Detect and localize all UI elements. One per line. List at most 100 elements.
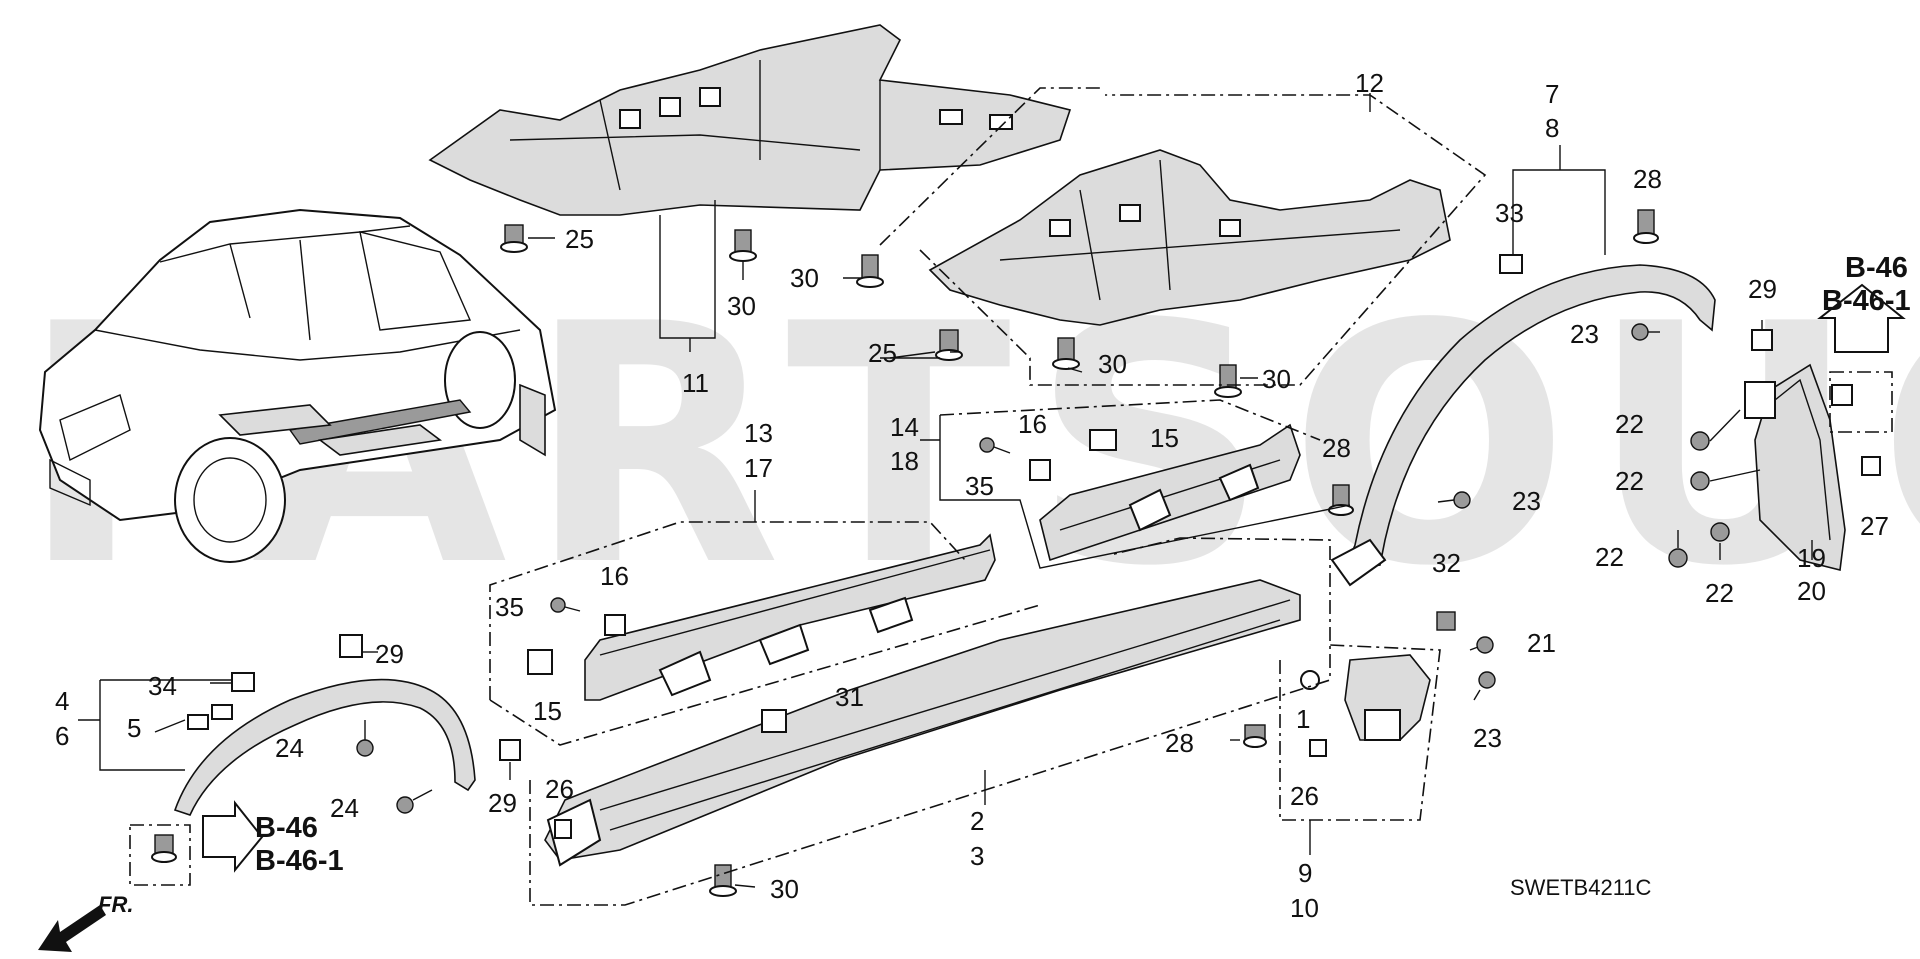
callout-18: 18 bbox=[890, 446, 919, 476]
clip-30-c bbox=[1052, 337, 1080, 370]
screw-21 bbox=[1469, 636, 1494, 654]
callout-1: 1 bbox=[1296, 704, 1310, 734]
leader-lines bbox=[78, 87, 1893, 906]
screw-22-d bbox=[1710, 522, 1730, 542]
callout-34: 34 bbox=[148, 671, 177, 701]
callout-17: 17 bbox=[744, 453, 773, 483]
part-13-17-side-sill-garnish bbox=[584, 533, 996, 701]
clip-28-b bbox=[1328, 484, 1354, 516]
clip-27 bbox=[1861, 456, 1881, 476]
callout-30: 30 bbox=[727, 291, 756, 321]
callout-25: 25 bbox=[868, 338, 897, 368]
right-arrow-icon bbox=[202, 800, 264, 873]
callout-28: 28 bbox=[1165, 728, 1194, 758]
callout-29: 29 bbox=[375, 639, 404, 669]
callout-20: 20 bbox=[1797, 576, 1826, 606]
clip-left-ref bbox=[151, 834, 177, 863]
front-label: FR. bbox=[98, 892, 133, 917]
callout-4: 4 bbox=[55, 686, 69, 716]
clip-15-a bbox=[1089, 429, 1117, 451]
callout-13: 13 bbox=[744, 418, 773, 448]
callout-6: 6 bbox=[55, 721, 69, 751]
up-arrow-icon bbox=[1817, 283, 1906, 353]
callout-28: 28 bbox=[1322, 433, 1351, 463]
callout-30: 30 bbox=[1098, 349, 1127, 379]
callout-7: 7 bbox=[1545, 79, 1559, 109]
callout-35: 35 bbox=[495, 592, 524, 622]
callout-3: 3 bbox=[970, 841, 984, 871]
callout-23: 23 bbox=[1512, 486, 1541, 516]
part-9-10-bracket bbox=[1344, 654, 1431, 741]
callout-30: 30 bbox=[790, 263, 819, 293]
callout-33: 33 bbox=[1495, 198, 1524, 228]
callout-15: 15 bbox=[533, 696, 562, 726]
screw-35-a bbox=[979, 437, 1011, 454]
screw-22-a bbox=[1690, 431, 1710, 451]
callout-29: 29 bbox=[1748, 274, 1777, 304]
clip-29-a bbox=[339, 634, 363, 658]
callout-21: 21 bbox=[1527, 628, 1556, 658]
screw-32 bbox=[1436, 611, 1456, 631]
part-2-3-side-sill-panel bbox=[544, 579, 1301, 867]
front-direction-arrow-icon bbox=[38, 905, 106, 952]
clip-28-c bbox=[1243, 724, 1267, 748]
callout-15: 15 bbox=[1150, 423, 1179, 453]
clip-34 bbox=[231, 672, 255, 692]
clip-16-a bbox=[1029, 459, 1051, 481]
callout-14: 14 bbox=[890, 412, 919, 442]
ref-label-bottom-left-b: B-46-1 bbox=[255, 845, 344, 877]
reference-arrows bbox=[38, 283, 1906, 952]
screw-22-b bbox=[1690, 471, 1710, 491]
part-14-18-side-garnish bbox=[1039, 423, 1301, 562]
clip-29-b bbox=[499, 739, 521, 761]
callout-11: 11 bbox=[682, 368, 709, 398]
clip-29-c bbox=[1751, 329, 1773, 351]
callout-12: 12 bbox=[1355, 68, 1384, 98]
callout-30: 30 bbox=[770, 874, 799, 904]
clip-25-b bbox=[935, 329, 963, 361]
callout-10: 10 bbox=[1290, 893, 1319, 923]
callout-23: 23 bbox=[1473, 723, 1502, 753]
screw-24-a bbox=[356, 720, 374, 757]
callout-31: 31 bbox=[835, 682, 864, 712]
clip-1 bbox=[1300, 670, 1320, 690]
screw-24-b bbox=[396, 789, 433, 814]
callout-25: 25 bbox=[565, 224, 594, 254]
clip-30-b bbox=[856, 254, 884, 288]
clip-31 bbox=[761, 709, 787, 733]
clip-30-e bbox=[709, 864, 737, 897]
clip-25-a bbox=[500, 224, 528, 253]
callout-26: 26 bbox=[545, 774, 574, 804]
part-19-20-mudguard bbox=[1744, 363, 1846, 571]
callout-27: 27 bbox=[1860, 511, 1889, 541]
callout-26: 26 bbox=[1290, 781, 1319, 811]
clip-26-a bbox=[554, 819, 572, 839]
clip-33 bbox=[1499, 254, 1523, 274]
callout-19: 19 bbox=[1797, 543, 1826, 573]
screw-23-b bbox=[1437, 491, 1471, 509]
callout-35: 35 bbox=[965, 471, 994, 501]
diagram-code: SWETB4211C bbox=[1510, 875, 1652, 900]
callout-32: 32 bbox=[1432, 548, 1461, 578]
callout-30: 30 bbox=[1262, 364, 1291, 394]
callout-24: 24 bbox=[275, 733, 304, 763]
screw-23-a bbox=[1631, 323, 1649, 341]
callout-2: 2 bbox=[970, 806, 984, 836]
ref-label-top-right-b: B-46-1 bbox=[1822, 285, 1911, 317]
callout-28: 28 bbox=[1633, 164, 1662, 194]
callout-8: 8 bbox=[1545, 113, 1559, 143]
callout-22: 22 bbox=[1705, 578, 1734, 608]
callout-22: 22 bbox=[1615, 409, 1644, 439]
callout-9: 9 bbox=[1298, 858, 1312, 888]
callout-24: 24 bbox=[330, 793, 359, 823]
callout-5: 5 bbox=[127, 713, 141, 743]
part-12-rear-undercover bbox=[928, 149, 1451, 326]
part-4-6-front-arch-molding bbox=[173, 678, 476, 816]
fasteners bbox=[151, 209, 1881, 897]
clip-28-a bbox=[1633, 209, 1659, 244]
clip-30-a bbox=[729, 229, 757, 262]
callout-29: 29 bbox=[488, 788, 517, 818]
clip-16-b bbox=[604, 614, 626, 636]
